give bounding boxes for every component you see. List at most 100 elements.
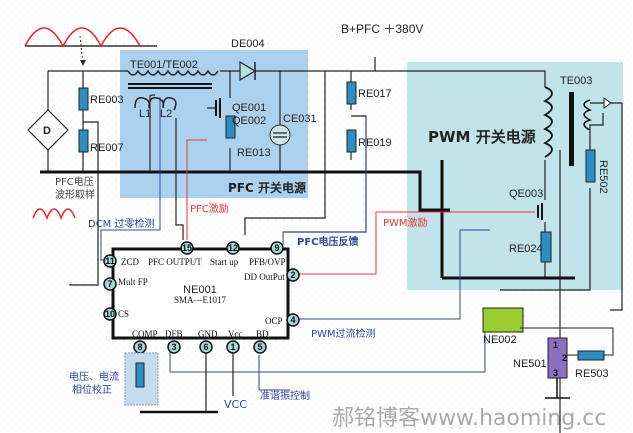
secondary-diode (603, 97, 612, 109)
svg-text:12: 12 (228, 243, 238, 253)
svg-text:9: 9 (274, 243, 279, 253)
svg-text:Vcc: Vcc (228, 329, 243, 339)
quasi-resonant-label: 准谐振控制 (260, 389, 310, 402)
re003-label: RE003 (90, 94, 124, 106)
re017-resistor (346, 81, 357, 105)
bridge-rectifier: D (27, 109, 69, 151)
pin-5: 5 BD (253, 329, 269, 354)
ne002-label: NE002 (483, 334, 517, 346)
de004-diode (239, 60, 257, 82)
svg-text:7: 7 (107, 279, 112, 289)
dcm-label: DCM 过零检测 (88, 217, 155, 230)
ce031-capacitor (269, 124, 291, 146)
pfc-sample-label-1: PFC电压 (55, 175, 94, 188)
te003-label: TE003 (560, 75, 592, 87)
re007-resistor (78, 129, 89, 153)
svg-text:Start up: Start up (210, 257, 239, 267)
te003-core (569, 92, 574, 166)
svg-text:1: 1 (230, 342, 235, 352)
ne002-optocoupler (482, 307, 524, 333)
re013-label: RE013 (237, 147, 271, 159)
svg-text:Mult FP: Mult FP (118, 277, 148, 287)
de004-label: DE004 (231, 38, 265, 50)
svg-text:2: 2 (290, 270, 295, 280)
re007-label: RE007 (90, 142, 124, 154)
l1-l2-coils (134, 96, 177, 111)
pfc-region-label: PFC 开关电源 (228, 180, 306, 195)
svg-text:3: 3 (171, 342, 176, 352)
qe002-label: QE002 (232, 115, 266, 127)
pfc-drive-label: PFC激励 (190, 202, 229, 215)
ce031-label: CE031 (283, 113, 317, 125)
te003-secondary (583, 99, 592, 131)
re503-resistor (577, 350, 605, 361)
svg-text:DFB: DFB (165, 329, 183, 339)
l2-label: L2 (160, 108, 172, 120)
te001-winding (127, 69, 219, 76)
l1-label: L1 (139, 108, 151, 120)
te003-primary (542, 86, 553, 158)
pin-1: 1 Vcc (226, 329, 243, 354)
pwm-drive-label: PWM激励 (383, 216, 428, 229)
pfc-sample-label-2: 波形取样 (55, 188, 95, 201)
re019-resistor (346, 129, 357, 153)
pin-3: 3 DFB (165, 329, 183, 354)
svg-text:ZCD: ZCD (121, 257, 140, 267)
comp-resistor (135, 362, 145, 388)
svg-text:PFC OUTPUT: PFC OUTPUT (148, 257, 202, 267)
ne501-pin2: 2 (562, 353, 567, 363)
bridge-label: D (43, 125, 51, 137)
pin-2: 2 DD OutPut (244, 268, 300, 282)
qe001-mosfet (215, 98, 221, 118)
svg-text:10: 10 (105, 309, 115, 319)
pwm-ocp-label: PWM过流检测 (311, 327, 376, 340)
pfc-feedback-label: PFC电压反馈 (297, 235, 359, 248)
pin-7: 7 Mult FP (103, 277, 148, 291)
re003-resistor (78, 87, 89, 111)
ic-name: NE001 (183, 284, 217, 296)
ic-part: SMA—E1017 (174, 295, 227, 305)
vcc-label: VCC (224, 398, 247, 411)
ne001-ic (111, 247, 290, 340)
b-pfc-voltage-label: B+PFC ＋380V (341, 22, 423, 36)
ne501-pin3: 3 (553, 368, 558, 378)
re019-label: RE019 (358, 137, 392, 149)
svg-text:DD OutPut: DD OutPut (244, 272, 285, 282)
svg-text:15: 15 (182, 243, 192, 253)
qe003-label: QE003 (509, 188, 543, 200)
svg-text:6: 6 (203, 342, 208, 352)
qe003-mosfet (537, 203, 543, 220)
re024-resistor (540, 231, 552, 263)
pfc-drive-line (186, 139, 207, 240)
pin-8: 8 COMP (132, 329, 158, 354)
qe001-label: QE001 (232, 102, 266, 114)
svg-text:COMP: COMP (132, 329, 158, 339)
svg-text:CS: CS (118, 309, 129, 319)
re503-label: RE503 (575, 368, 609, 380)
svg-text:11: 11 (105, 256, 115, 266)
re024-label: RE024 (509, 243, 543, 255)
phase-label-2: 相位校正 (72, 383, 112, 396)
svg-text:BD: BD (256, 329, 269, 339)
re502-resistor (585, 149, 596, 183)
pin-4: 4 OCP (265, 313, 300, 327)
re017-label: RE017 (358, 88, 392, 100)
watermark: 郝铭博客www.haoming.cc (332, 406, 606, 431)
svg-text:PFB/OVP: PFB/OVP (249, 257, 286, 267)
sample-waveform (32, 208, 76, 221)
svg-text:8: 8 (137, 342, 142, 352)
phase-label-1: 电压、电流 (69, 370, 119, 383)
pwm-drive-line (299, 211, 535, 275)
rectified-waveform (24, 27, 141, 48)
svg-text:OCP: OCP (265, 316, 283, 326)
svg-text:4: 4 (290, 315, 295, 325)
ne501-label: NE501 (513, 358, 547, 370)
svg-text:5: 5 (257, 342, 262, 352)
